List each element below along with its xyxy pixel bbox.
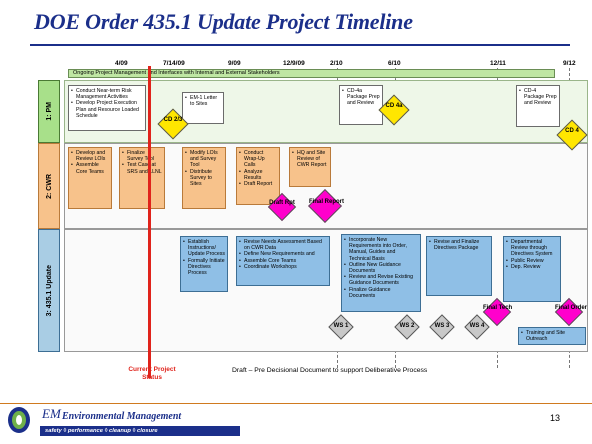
list-item: Public Review [506,258,558,264]
milestone-final-tech-label: Final Tech [483,305,513,311]
slide-title: DOE Order 435.1 Update Project Timeline [34,9,413,34]
list-item: EM-1 Letter to Sites [185,95,221,107]
date-label: 12/11 [490,60,506,67]
environmental-management-text: Environmental Management [62,411,182,422]
update-departmental-box: Departmental Review through Directives S… [503,236,561,302]
pm-em1-box: EM-1 Letter to Sites [182,92,224,124]
milestone-final-order-label: Final Order [555,305,588,311]
row-label-pm: 1: PM [38,80,60,143]
list-item: Dep. Review [506,264,558,270]
date-label: 2/10 [330,60,343,67]
list-item: Distribute Survey to Sites [185,169,223,188]
list-item: Modify LOIs and Survey Tool [185,150,223,169]
row-label-update: 3: 435.1 Update [38,229,60,352]
em-logo-text: EM [42,406,61,421]
list-item: Finalize Survey Tool [122,150,162,162]
date-label: 6/10 [388,60,401,67]
milestone-ws2-label: WS 2 [399,323,415,329]
update-establish-box: Establish Instructions/ Update Process F… [180,236,228,292]
list-item: HQ and Site Review of CWR Report [292,150,328,169]
list-item: Review and Revise Existing Guidance Docu… [344,274,418,286]
milestone-cd23-label: CD 2/3 [163,117,183,123]
title-underline [30,44,570,46]
doe-seal-icon [8,407,30,433]
date-label: 9/12 [563,60,576,67]
date-label: 7/14/09 [163,60,185,67]
pm-cd4a-box: CD-4a Package Prep and Review [339,85,383,125]
list-item: Assemble Core Teams [239,258,327,264]
list-item: Develop Project Execution Plan and Resou… [71,100,143,119]
milestone-ws4-label: WS 4 [469,323,485,329]
milestone-ws1-label: WS 1 [333,323,349,329]
draft-notice: Draft – Pre Decisional Document to suppo… [232,367,428,374]
milestone-ws3-label: WS 3 [434,323,450,329]
footer-rule [0,403,592,404]
list-item: Analyze Results [239,169,277,181]
list-item: Revise Needs Assessment Based on CWR Dat… [239,239,327,251]
list-item: Outline New Guidance Documents [344,262,418,274]
list-item: Develop and Review LOIs [71,150,109,162]
list-item: Revise and Finalize Directives Package [429,239,489,251]
cwr-finalize-box: Finalize Survey Tool Test Case at SRS an… [119,147,165,209]
row-pm-band [64,80,588,143]
list-item: Finalize Guidance Documents [344,287,418,299]
list-item: Formally Initiate Directives Process [183,258,225,277]
page-number: 13 [549,413,560,423]
milestone-cd4a-label: CD 4a [385,103,403,109]
update-training-box: Training and Site Outreach [518,327,586,345]
date-label: 12/9/09 [283,60,305,67]
ongoing-management-banner: Ongoing Project Management and Interface… [68,69,555,78]
date-label: 9/09 [228,60,241,67]
milestone-final-report-label: Final Report [309,199,345,205]
milestone-cd4-label: CD 4 [565,128,579,134]
pm-cd4-box: CD-4 Package Prep and Review [516,85,560,127]
row-label-cwr: 2: CWR [38,143,60,229]
current-status-label: Current Project Status [128,366,176,381]
date-label: 4/09 [115,60,128,67]
update-revise-finalize-box: Revise and Finalize Directives Package [426,236,492,296]
em-tagline: safety ◊ performance ◊ cleanup ◊ closure [40,426,240,436]
cwr-modify-box: Modify LOIs and Survey Tool Distribute S… [182,147,226,209]
update-revise-box: Revise Needs Assessment Based on CWR Dat… [236,236,330,286]
current-status-line [148,66,151,378]
list-item: Assemble Core Teams [71,162,109,174]
milestone-draft-report-label: Draft Rpt [269,200,295,206]
list-item: CD-4a Package Prep and Review [342,88,380,107]
list-item: Define New Requirements and [239,251,327,257]
list-item: CD-4 Package Prep and Review [519,88,557,107]
list-item: Coordinate Workshops [239,264,327,270]
list-item: Conduct Wrap-Up Calls [239,150,277,169]
list-item: Draft Report [239,181,277,187]
cwr-develop-box: Develop and Review LOIs Assemble Core Te… [68,147,112,209]
list-item: Training and Site Outreach [521,330,583,342]
list-item: Incorporate New Requirements into Order,… [344,237,418,262]
list-item: Conduct Near-term Risk Management Activi… [71,88,143,100]
list-item: Establish Instructions/ Update Process [183,239,225,258]
list-item: Departmental Review through Directives S… [506,239,558,258]
pm-risk-box: Conduct Near-term Risk Management Activi… [68,85,146,131]
cwr-wrapup-box: Conduct Wrap-Up Calls Analyze Results Dr… [236,147,280,205]
list-item: Test Case at SRS and LLNL [122,162,162,174]
update-incorporate-box: Incorporate New Requirements into Order,… [341,234,421,312]
cwr-hq-review-box: HQ and Site Review of CWR Report [289,147,331,187]
